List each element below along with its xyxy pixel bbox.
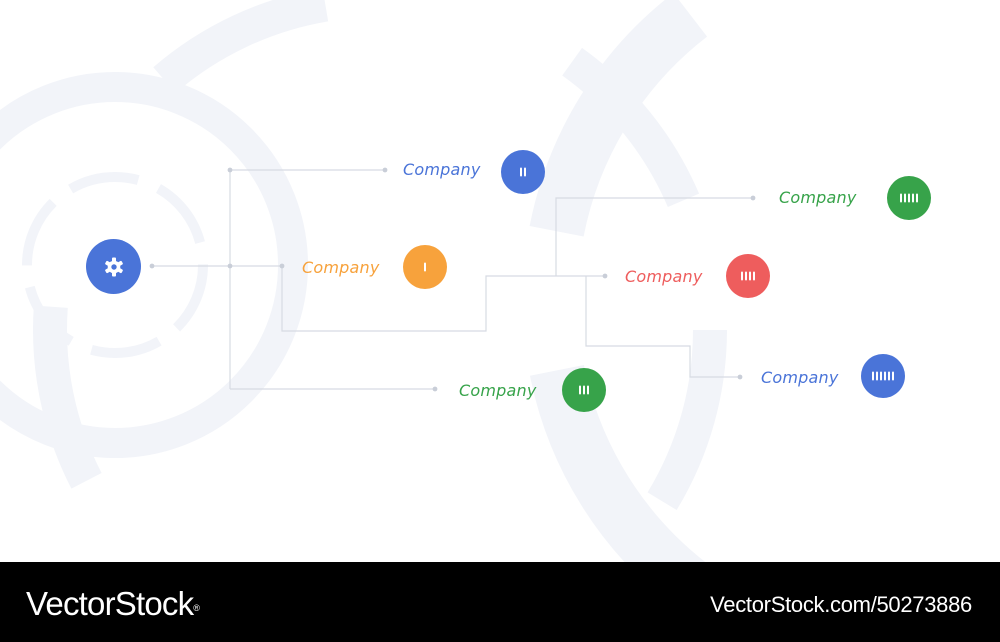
tally-iiiii-icon xyxy=(900,193,918,203)
tally-bar xyxy=(745,271,747,281)
tally-bar xyxy=(753,271,755,281)
node-label-iii: Company xyxy=(459,381,537,400)
connector-to-node-iiiiii xyxy=(585,276,740,378)
connector-dot xyxy=(227,263,233,269)
connector-dot xyxy=(602,273,608,279)
node-label-iiii: Company xyxy=(625,267,703,286)
node-circle-iiiii xyxy=(887,176,931,220)
decor-ring-mid xyxy=(33,0,727,562)
tally-bar xyxy=(876,371,878,381)
node-label-i: Company xyxy=(302,258,380,277)
tally-bar xyxy=(916,193,918,203)
tally-ii-icon xyxy=(520,167,526,177)
watermark-footer: VectorStock® VectorStock.com/50273886 xyxy=(0,562,1000,642)
tally-bar xyxy=(583,385,585,395)
node-label-ii: Company xyxy=(403,160,481,179)
tally-bar xyxy=(579,385,581,395)
node-label-iiiii: Company xyxy=(779,188,857,207)
tally-iiii-icon xyxy=(741,271,755,281)
tally-bar xyxy=(892,371,894,381)
tally-bar xyxy=(904,193,906,203)
background-decoration xyxy=(0,0,767,562)
decor-ring-left-inner xyxy=(22,172,208,358)
connector-to-node-iiii xyxy=(281,266,605,332)
tally-bar xyxy=(424,262,426,272)
tally-bar xyxy=(888,371,890,381)
connector-dot xyxy=(737,374,743,380)
tally-bar xyxy=(587,385,589,395)
root-node xyxy=(86,239,141,294)
tally-iiiiii-icon xyxy=(872,371,894,381)
connector-dot xyxy=(149,263,155,269)
tally-bar xyxy=(900,193,902,203)
tally-i-icon xyxy=(424,262,426,272)
connector-to-node-iiiii xyxy=(555,197,753,276)
connector-dot xyxy=(432,386,438,392)
diagram-canvas: Company Company Company Company Company … xyxy=(0,0,931,562)
connector-lines xyxy=(149,167,756,392)
tally-bar xyxy=(880,371,882,381)
node-circle-iiiiii xyxy=(861,354,905,398)
connector-dot xyxy=(750,195,756,201)
tally-bar xyxy=(884,371,886,381)
tally-bar xyxy=(912,193,914,203)
registered-mark: ® xyxy=(193,603,200,613)
connector-dot xyxy=(227,167,233,173)
image-id: VectorStock.com/50273886 xyxy=(710,592,972,617)
brand-name: VectorStock xyxy=(26,585,194,622)
tally-bar xyxy=(908,193,910,203)
vectorstock-logo: VectorStock® xyxy=(26,584,200,624)
node-circle-i xyxy=(403,245,447,289)
decor-ring-left-outer xyxy=(0,72,308,458)
node-circle-iiii xyxy=(726,254,770,298)
connector-dot xyxy=(382,167,388,173)
tally-bar xyxy=(872,371,874,381)
tally-iii-icon xyxy=(579,385,589,395)
connector-dot xyxy=(279,263,285,269)
node-label-iiiiii: Company xyxy=(761,368,839,387)
tally-bar xyxy=(524,167,526,177)
tally-bar xyxy=(520,167,522,177)
tally-bar xyxy=(749,271,751,281)
gear-icon xyxy=(104,257,123,276)
node-circle-iii xyxy=(562,368,606,412)
tally-bar xyxy=(741,271,743,281)
node-circle-ii xyxy=(501,150,545,194)
